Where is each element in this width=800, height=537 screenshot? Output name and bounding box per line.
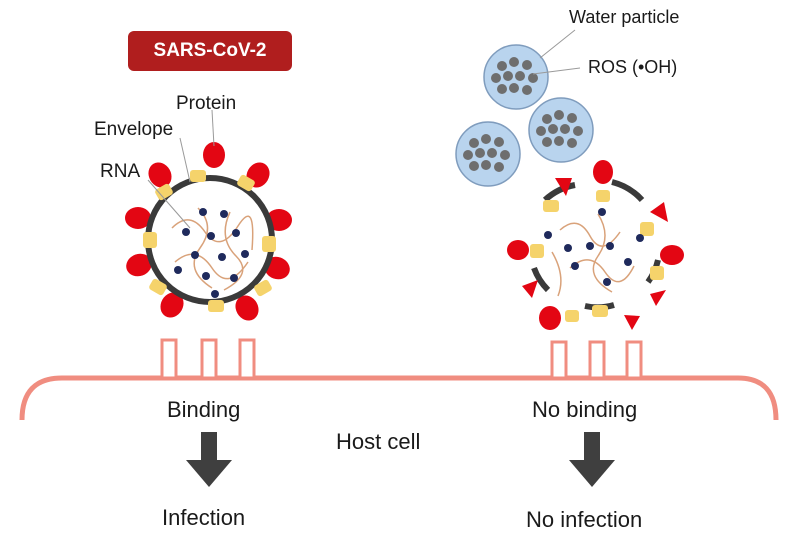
- rna-dots-left: [174, 208, 249, 298]
- water-particle-2: [528, 97, 594, 163]
- spike-proteins-right: [507, 160, 684, 330]
- virus-intact: [125, 142, 292, 321]
- water-particle-1: [483, 44, 549, 110]
- virus-name-badge: SARS-CoV-2: [128, 31, 292, 71]
- binding-label: Binding: [167, 397, 241, 422]
- rna-dots-right: [544, 208, 644, 286]
- infection-label: Infection: [162, 505, 246, 530]
- envelope-proteins-right: [530, 190, 664, 322]
- no-binding-label: No binding: [532, 397, 638, 422]
- receptors-left: [160, 338, 256, 380]
- receptors-right: [550, 340, 643, 380]
- envelope-label: Envelope: [94, 119, 174, 140]
- water-particle-3: [455, 121, 521, 187]
- leader-lines: [147, 29, 581, 229]
- water-particles: [455, 44, 594, 187]
- broken-membrane-right: [531, 179, 661, 311]
- no-infection-label: No infection: [526, 507, 643, 532]
- rna-label: RNA: [100, 161, 141, 182]
- ros-label: ROS (•OH): [588, 57, 678, 77]
- rna-strands-left: [171, 207, 254, 291]
- virus-damaged: [507, 160, 684, 330]
- arrow-no-infection: [569, 432, 615, 487]
- host-cell-membrane: [19, 375, 779, 421]
- envelope-proteins-left: [143, 170, 276, 312]
- protein-label: Protein: [176, 93, 237, 114]
- rna-strands-right: [551, 213, 635, 297]
- host-cell-label: Host cell: [336, 429, 421, 454]
- arrow-infection: [186, 432, 232, 487]
- water-particle-label: Water particle: [569, 7, 680, 27]
